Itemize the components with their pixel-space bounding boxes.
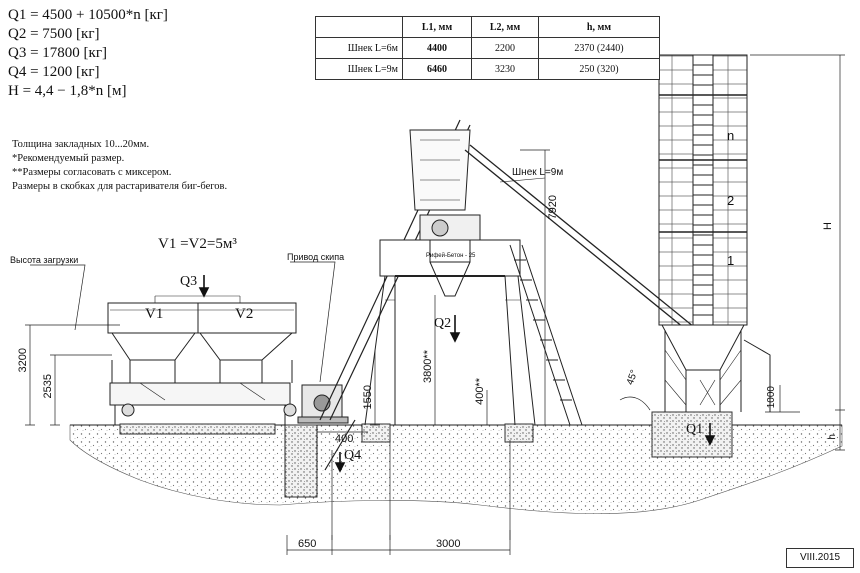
formula-q2: Q2 = 7500 [кг] xyxy=(8,26,100,42)
dim-2535: 2535 xyxy=(42,374,54,399)
load-q2-label: Q2 xyxy=(434,316,452,331)
notes: Толщина закладных 10...20мм. *Рекомендуе… xyxy=(12,138,227,194)
skip-drive-label: Привод скипа xyxy=(287,252,345,262)
load-q3-label: Q3 xyxy=(180,274,198,289)
dim-1550: 1550 xyxy=(362,385,374,410)
ladder xyxy=(509,244,583,426)
table-row: Шнек L=6м 4400 2200 2370 (2440) xyxy=(315,37,660,59)
mixer-plate: Рифей-Бетон - 25 xyxy=(426,253,476,259)
note-4: Размеры в скобках для растаривателя биг-… xyxy=(12,181,228,192)
silo-section-n: n xyxy=(727,128,735,143)
dim-h-big: H xyxy=(822,222,834,230)
volume-label: V1 =V2=5м³ xyxy=(158,236,237,252)
table-header: L1, мм xyxy=(402,16,472,38)
table-row: Шнек L=9м 6460 3230 250 (320) xyxy=(315,58,660,80)
load-q4-label: Q4 xyxy=(344,448,362,463)
dim-7920: 7920 xyxy=(547,195,559,220)
table-cell: Шнек L=9м xyxy=(315,58,403,80)
note-2: *Рекомендуемый размер. xyxy=(12,153,125,164)
dimensions xyxy=(25,54,845,555)
load-formulas: Q1 = 4500 + 10500*n [кг] Q2 = 7500 [кг] … xyxy=(8,6,168,101)
auger-label: Шнек L=9м xyxy=(512,167,564,178)
dim-650: 650 xyxy=(298,538,317,550)
silo-section-1: 1 xyxy=(727,253,735,268)
formula-q4: Q4 = 1200 [кг] xyxy=(8,64,100,80)
dim-3800: 3800** xyxy=(422,350,434,384)
table-cell: 4400 xyxy=(402,37,472,59)
table-header xyxy=(315,16,403,38)
cement-silo xyxy=(658,54,771,412)
loading-height-label: Высота загрузки xyxy=(10,255,79,265)
table-header: L2, мм xyxy=(471,16,539,38)
table-cell: 2370 (2440) xyxy=(538,37,660,59)
dim-400-vertical: 400** xyxy=(474,378,486,405)
auger-spec-table: L1, мм L2, мм h, мм Шнек L=6м 4400 2200 … xyxy=(315,16,660,80)
formula-q1: Q1 = 4500 + 10500*n [кг] xyxy=(8,7,168,23)
dim-3000: 3000 xyxy=(436,538,461,550)
formula-q3: Q3 = 17800 [кг] xyxy=(8,45,107,61)
aggregate-bins xyxy=(107,295,297,425)
table-cell: 6460 xyxy=(402,58,472,80)
note-1: Толщина закладных 10...20мм. xyxy=(12,139,150,150)
dim-1000: 1000 xyxy=(766,386,777,409)
dim-400: 400 xyxy=(335,433,354,445)
skip-drive xyxy=(297,384,349,424)
dim-h-small: h xyxy=(827,434,838,440)
table-header: h, мм xyxy=(538,16,660,38)
table-cell: Шнек L=6м xyxy=(315,37,403,59)
table-cell: 250 (320) xyxy=(538,58,660,80)
load-arrows xyxy=(198,275,716,473)
mixer-platform xyxy=(364,129,536,426)
table-cell: 2200 xyxy=(471,37,539,59)
formula-h: H = 4,4 − 1,8*n [м] xyxy=(8,83,127,99)
revision-stamp: VIII.2015 xyxy=(786,548,854,568)
bin-v1-label: V1 xyxy=(145,306,164,322)
dim-3200: 3200 xyxy=(17,348,29,373)
table-header-row: L1, мм L2, мм h, мм xyxy=(315,16,660,38)
bin-v2-label: V2 xyxy=(235,306,254,322)
load-q1-label: Q1 xyxy=(686,422,704,437)
silo-section-2: 2 xyxy=(727,193,735,208)
foundations xyxy=(119,411,733,498)
table-cell: 3230 xyxy=(471,58,539,80)
note-3: **Размеры согласовать с миксером. xyxy=(12,167,172,178)
